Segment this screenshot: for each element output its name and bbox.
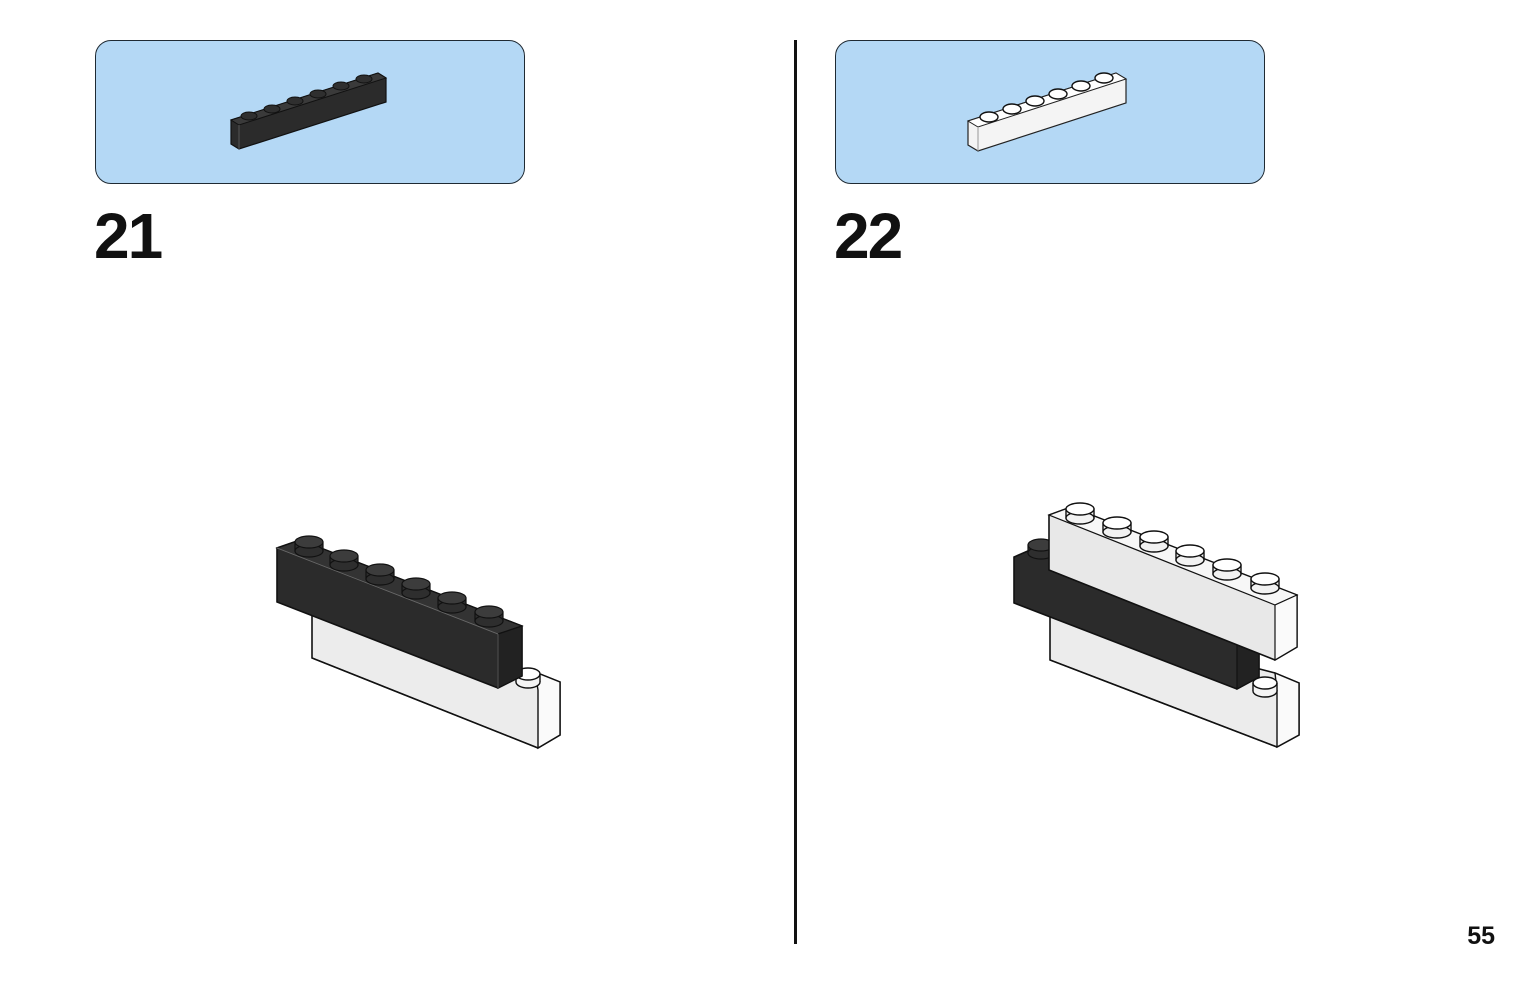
parts-callout-box: [95, 40, 525, 184]
page-number: 55: [1467, 922, 1495, 950]
column-divider: [794, 40, 797, 944]
step-22: 22: [797, 0, 1535, 984]
parts-callout-box: [835, 40, 1265, 184]
step-number: 22: [834, 200, 903, 272]
step-number: 21: [94, 200, 163, 272]
step-22-model-illustration: [1007, 495, 1317, 760]
brick-assembly-icon: [275, 535, 561, 750]
black-1x6-brick-icon: [229, 72, 388, 150]
step-21: 21: [94, 40, 570, 760]
white-1x6-brick-icon: [966, 72, 1128, 152]
step-21-model-illustration: [270, 530, 570, 760]
brick-assembly-icon: [1013, 502, 1300, 749]
